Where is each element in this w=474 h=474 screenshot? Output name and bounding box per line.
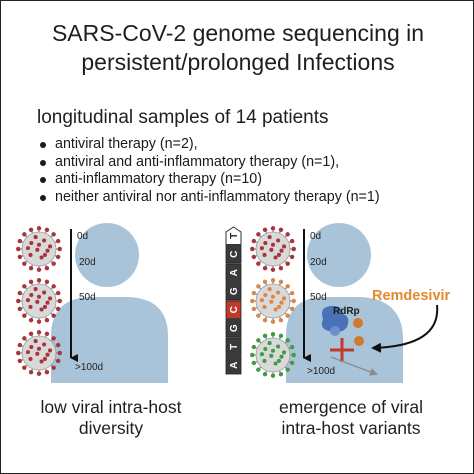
- dna-sequence-strip: A T G C G A C T: [225, 226, 242, 375]
- right-person-silhouette: [286, 223, 403, 383]
- therapy-item-anti-inflammatory: anti-inflammatory therapy (n=10): [37, 171, 380, 189]
- left-tick-100d: >100d: [75, 362, 103, 373]
- sequence-base-label: T: [229, 233, 240, 239]
- virus-0d-icon: [250, 226, 296, 272]
- remdesivir-label: Remdesivir: [372, 288, 451, 304]
- left-tick-50d: 50d: [79, 292, 96, 303]
- left-caption: low viral intra-host diversity: [1, 397, 221, 439]
- sequence-base-label: G: [229, 287, 240, 295]
- right-caption-line-2: intra-host variants: [281, 418, 421, 438]
- sequence-base-label: G: [229, 324, 240, 332]
- sequence-base-label: A: [229, 269, 240, 276]
- left-tick-20d: 20d: [79, 257, 96, 268]
- sequence-base-label: A: [229, 362, 240, 369]
- remdesivir-arrow: [371, 304, 439, 353]
- virus-0d-icon: [16, 226, 62, 272]
- virus-100d-icon: [250, 332, 296, 378]
- left-tick-0d: 0d: [77, 231, 88, 242]
- left-caption-line-2: diversity: [78, 418, 144, 438]
- virus-100d-icon: [16, 330, 62, 376]
- left-caption-line-1: low viral intra-host: [40, 397, 182, 417]
- sequence-base-label: C: [229, 251, 240, 258]
- therapy-item-antiviral-anti-inflammatory: antiviral and anti-inflammatory therapy …: [37, 154, 380, 172]
- rdrp-enzyme-icon: [321, 305, 349, 336]
- therapy-item-antiviral: antiviral therapy (n=2),: [37, 136, 380, 154]
- sequence-base-c: C: [225, 245, 242, 264]
- right-virus-group: [250, 226, 296, 378]
- title-line-2: persistent/prolonged Infections: [81, 49, 395, 75]
- right-caption-line-1: emergence of viral: [279, 397, 423, 417]
- sequence-base-g: G: [225, 282, 242, 301]
- right-tick-0d: 0d: [310, 231, 321, 242]
- sequence-base-t: T: [225, 226, 242, 245]
- sequence-base-c: C: [225, 300, 242, 319]
- inhibition-cross-icon: [330, 338, 354, 362]
- right-tick-100d: >100d: [307, 366, 335, 377]
- title-line-1: SARS-CoV-2 genome sequencing in: [51, 20, 425, 46]
- sequence-base-g: G: [225, 319, 242, 338]
- left-virus-group: [16, 226, 62, 376]
- virus-50d-icon: [16, 278, 62, 324]
- rdrp-label: RdRp: [333, 306, 360, 317]
- sequence-base-t: T: [225, 337, 242, 356]
- subtitle: longitudinal samples of 14 patients: [37, 107, 329, 128]
- sequence-base-label: C: [229, 306, 240, 313]
- left-person-silhouette: [51, 223, 168, 383]
- therapy-list: antiviral therapy (n=2), antiviral and a…: [37, 136, 380, 206]
- variant-arrow: [330, 356, 378, 376]
- sequence-base-a: A: [225, 263, 242, 282]
- therapy-item-neither: neither antiviral nor anti-inflammatory …: [37, 189, 380, 207]
- remdesivir-molecule-icon: [353, 318, 363, 328]
- right-tick-20d: 20d: [310, 257, 327, 268]
- virus-50d-icon: [250, 278, 296, 324]
- sequence-base-label: T: [229, 344, 240, 350]
- sequence-base-a: A: [225, 356, 242, 375]
- right-caption: emergence of viral intra-host variants: [227, 397, 473, 439]
- right-tick-50d: 50d: [310, 292, 327, 303]
- remdesivir-molecule-icon: [354, 336, 364, 346]
